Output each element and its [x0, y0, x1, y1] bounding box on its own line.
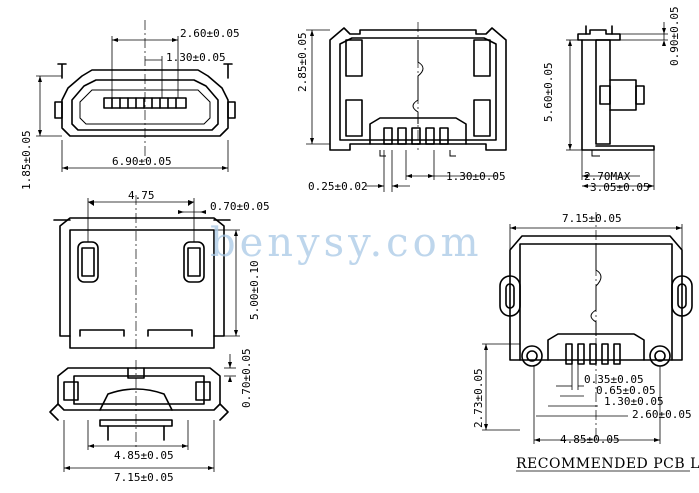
- rear-view: 0.70±0.05 4.85±0.05 7.15±0.05: [49, 348, 253, 484]
- rear-dim-thickness: 0.70±0.05: [240, 348, 253, 408]
- pcb-dim-width: 7.15±0.05: [562, 212, 622, 225]
- top-view: 4.75 0.70±0.05 5.00±0.10: [53, 189, 270, 350]
- bottom-dim-height: 2.85±0.05: [296, 32, 309, 92]
- top-dim-length: 5.00±0.10: [248, 260, 261, 320]
- pcb-dim-span: 2.60±0.05: [632, 408, 692, 421]
- pcb-dim-height: 2.73±0.05: [472, 368, 485, 428]
- pcb-dim-pad-pitch: 0.65±0.05: [596, 384, 656, 397]
- bottom-dim-pin-width: 0.25±0.02: [308, 180, 368, 193]
- front-dim-mid: 1.30±0.05: [166, 51, 226, 64]
- side-dim-length: 5.60±0.05: [542, 62, 555, 122]
- front-dim-width: 6.90±0.05: [112, 155, 172, 168]
- bottom-dim-pitch: 1.30±0.05: [446, 170, 506, 183]
- watermark-text: benysy.com: [210, 220, 483, 266]
- bottom-view: 2.85±0.05 0.25±0.02 1.30±0.05: [296, 22, 507, 193]
- pcb-dim-pitch2: 1.30±0.05: [604, 395, 664, 408]
- rear-dim-inner: 4.85±0.05: [114, 449, 174, 462]
- front-dim-top: 2.60±0.05: [180, 27, 240, 40]
- rear-dim-outer: 7.15±0.05: [114, 471, 174, 484]
- pcb-dim-inner: 4.85±0.05: [560, 433, 620, 446]
- front-dim-height: 1.85±0.05: [20, 130, 33, 190]
- side-dim-base: 3.05±0.05: [590, 181, 650, 194]
- front-view: 2.60±0.05 1.30±0.05 6.90±0.05 1.85±0.05: [20, 20, 240, 190]
- pcb-layout: 2.73±0.05 7.15±0.05 0.35±0.05 0.65±0.05 …: [472, 212, 699, 472]
- side-view: 0.90±0.05 5.60±0.05 2.70MAX 3.05±0.05: [542, 6, 681, 194]
- top-dim-pad: 0.70±0.05: [210, 200, 270, 213]
- side-dim-top: 0.90±0.05: [668, 6, 681, 66]
- top-dim-pin-center: 4.75: [128, 189, 155, 202]
- pcb-dim-pad-width: 0.35±0.05: [584, 373, 644, 386]
- layout-title: RECOMMENDED PCB LAYOUT: [516, 456, 699, 472]
- side-dim-max: 2.70MAX: [584, 170, 631, 183]
